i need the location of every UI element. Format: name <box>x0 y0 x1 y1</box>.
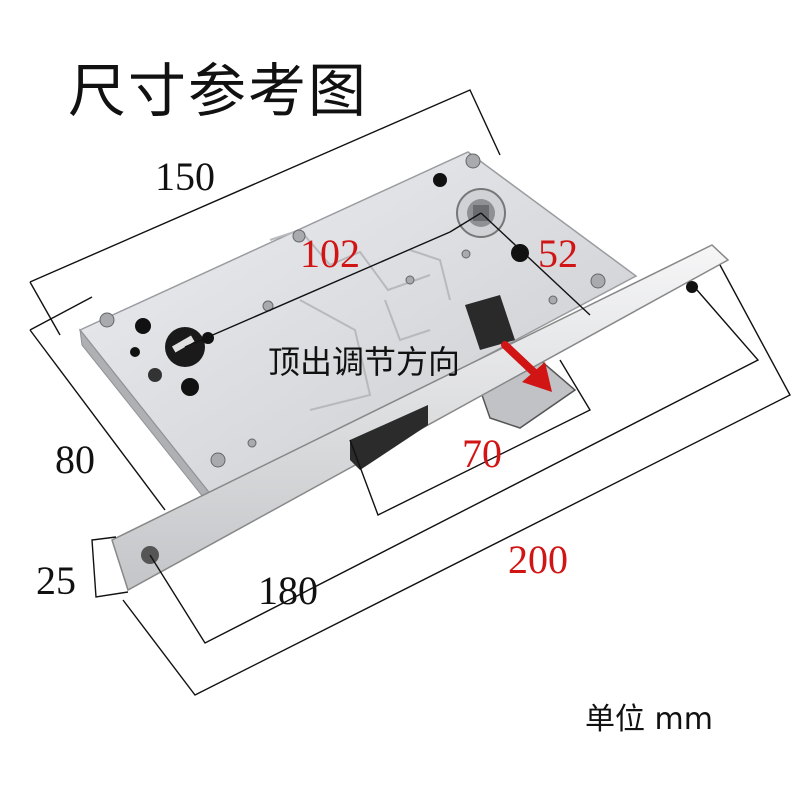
dim-102-label: 102 <box>300 231 360 276</box>
dim-150-label: 150 <box>155 154 215 199</box>
dimension-lines <box>29 89 791 696</box>
latch-slot <box>465 295 515 350</box>
deadbolt-opening <box>350 405 428 470</box>
body-holes <box>130 173 529 396</box>
dim-70-label: 70 <box>462 431 502 476</box>
dim-80-label: 80 <box>55 437 95 482</box>
adjust-direction-note: 顶出调节方向 <box>268 343 461 381</box>
unit-label: 单位 mm <box>585 702 713 737</box>
adjust-direction-arrow-icon <box>501 341 552 392</box>
dim-52-label: 52 <box>538 231 578 276</box>
dim-200-label: 200 <box>508 537 568 582</box>
dim-180-label: 180 <box>258 568 318 613</box>
dim-25-label: 25 <box>36 558 76 603</box>
body-screws <box>99 153 606 468</box>
diagram-title: 尺寸参考图 <box>68 57 369 125</box>
